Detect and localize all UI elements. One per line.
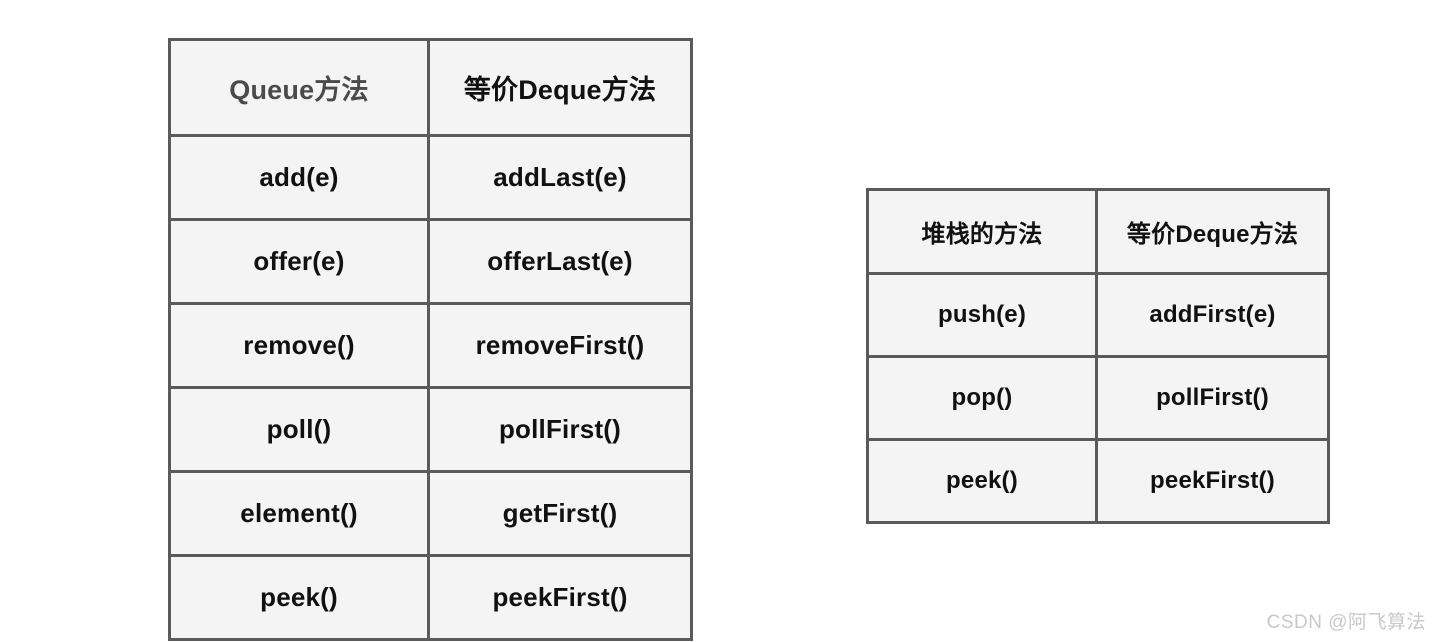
table-row: offer(e) offerLast(e) bbox=[168, 218, 693, 305]
queue-method-cell: poll() bbox=[168, 386, 430, 473]
queue-method-cell: remove() bbox=[168, 302, 430, 389]
table-row: push(e) addFirst(e) bbox=[866, 272, 1330, 358]
stack-table-header-stack-methods: 堆栈的方法 bbox=[866, 188, 1098, 275]
deque-method-cell: peekFirst() bbox=[427, 554, 693, 641]
queue-method-cell: add(e) bbox=[168, 134, 430, 221]
table-row: peek() peekFirst() bbox=[168, 554, 693, 641]
stack-deque-comparison-table: 堆栈的方法 等价Deque方法 push(e) addFirst(e) pop(… bbox=[866, 188, 1330, 524]
queue-table-header-queue-methods: Queue方法 bbox=[168, 38, 430, 137]
deque-method-cell: offerLast(e) bbox=[427, 218, 693, 305]
stack-table-body: push(e) addFirst(e) pop() pollFirst() pe… bbox=[866, 272, 1330, 524]
table-row: peek() peekFirst() bbox=[866, 438, 1330, 524]
queue-method-cell: peek() bbox=[168, 554, 430, 641]
queue-method-cell: element() bbox=[168, 470, 430, 557]
stack-method-cell: pop() bbox=[866, 355, 1098, 441]
queue-method-cell: offer(e) bbox=[168, 218, 430, 305]
csdn-watermark: CSDN @阿飞算法 bbox=[1266, 612, 1426, 633]
table-row: remove() removeFirst() bbox=[168, 302, 693, 389]
stack-table-header: 堆栈的方法 等价Deque方法 bbox=[866, 188, 1330, 275]
queue-table-header: Queue方法 等价Deque方法 bbox=[168, 38, 693, 137]
deque-method-cell: getFirst() bbox=[427, 470, 693, 557]
table-header-row: Queue方法 等价Deque方法 bbox=[168, 38, 693, 137]
deque-method-cell: peekFirst() bbox=[1095, 438, 1330, 524]
table-row: element() getFirst() bbox=[168, 470, 693, 557]
queue-table-body: add(e) addLast(e) offer(e) offerLast(e) … bbox=[168, 134, 693, 641]
deque-method-cell: pollFirst() bbox=[427, 386, 693, 473]
deque-method-cell: removeFirst() bbox=[427, 302, 693, 389]
queue-deque-comparison-table: Queue方法 等价Deque方法 add(e) addLast(e) offe… bbox=[168, 38, 693, 641]
stack-method-cell: peek() bbox=[866, 438, 1098, 524]
deque-method-cell: addFirst(e) bbox=[1095, 272, 1330, 358]
deque-method-cell: pollFirst() bbox=[1095, 355, 1330, 441]
table-row: pop() pollFirst() bbox=[866, 355, 1330, 441]
stack-table-header-deque-methods: 等价Deque方法 bbox=[1095, 188, 1330, 275]
table-header-row: 堆栈的方法 等价Deque方法 bbox=[866, 188, 1330, 275]
deque-method-cell: addLast(e) bbox=[427, 134, 693, 221]
table-row: poll() pollFirst() bbox=[168, 386, 693, 473]
stack-method-cell: push(e) bbox=[866, 272, 1098, 358]
queue-table-header-deque-methods: 等价Deque方法 bbox=[427, 38, 693, 137]
table-row: add(e) addLast(e) bbox=[168, 134, 693, 221]
